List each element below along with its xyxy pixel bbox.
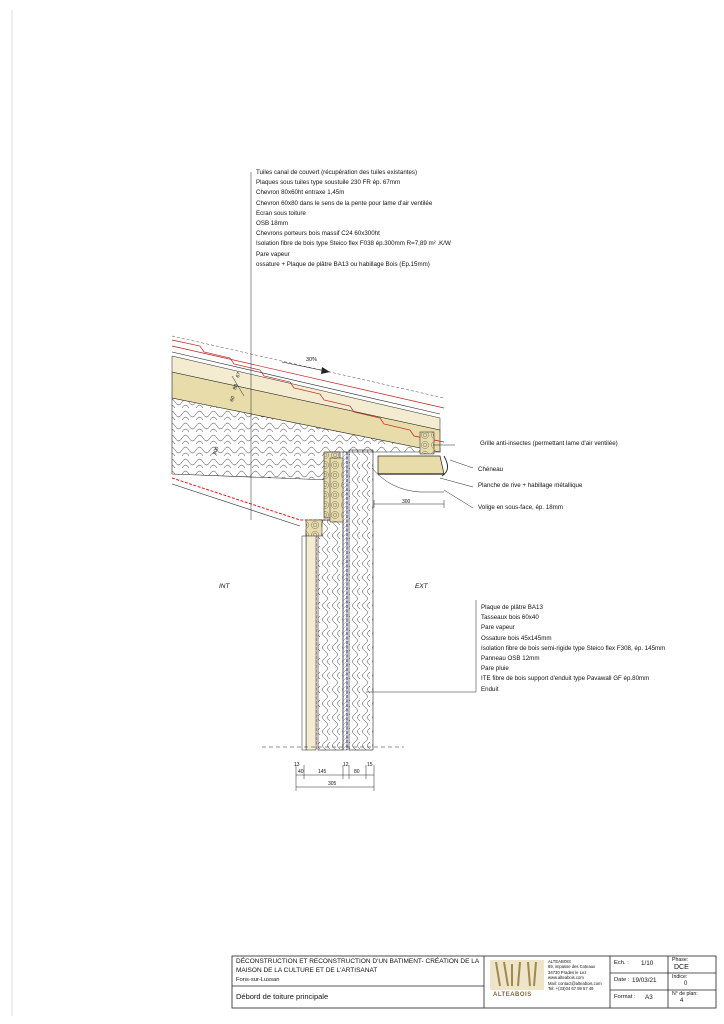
wall-notes: Plaque de plâtre BA13 Tasseaux bois 60x4… bbox=[481, 603, 665, 695]
wall-ite-board bbox=[348, 449, 374, 751]
roof-note: Pare vapeur bbox=[256, 250, 290, 258]
label-cheneau: Chéneau bbox=[478, 466, 504, 473]
plan-label: N° de plan: bbox=[672, 991, 698, 997]
roof-section bbox=[171, 335, 445, 527]
roof-notes: Tuiles canal de couvert (récupération de… bbox=[256, 168, 451, 270]
format-value: A3 bbox=[645, 994, 653, 1001]
roof-note: Chevrons porteurs bois massif C24 60x300… bbox=[256, 230, 380, 238]
wall-note: Panneau OSB 12mm bbox=[481, 654, 540, 662]
roof-sheet-line bbox=[171, 351, 441, 415]
label-volige: Volige en sous-face, ép. 18mm bbox=[478, 504, 563, 511]
dim-12: 12 bbox=[343, 762, 349, 768]
eave-block bbox=[419, 431, 435, 455]
wall-note: Pare vapeur bbox=[481, 624, 515, 632]
roof-note: OSB 18mm bbox=[256, 219, 288, 227]
wall-stud-top bbox=[329, 457, 344, 523]
drawing-title: Débord de toiture principale bbox=[236, 992, 329, 1001]
wall-note: Enduit bbox=[481, 685, 499, 693]
dim-145: 145 bbox=[318, 769, 327, 775]
dim-overhang: 300 bbox=[402, 499, 411, 505]
fascia-board bbox=[377, 455, 445, 475]
roof-note: Tuiles canal de couvert (récupération de… bbox=[256, 169, 418, 176]
roof-note: Chevron 80x60ht entraxe 1,45m bbox=[256, 189, 345, 197]
label-planche: Planche de rive + habillage métallique bbox=[478, 482, 583, 489]
dim-13: 13 bbox=[294, 762, 300, 768]
company-name: ALTEABOIS bbox=[548, 959, 571, 964]
wall-battens bbox=[305, 529, 317, 751]
wall-note: Ossature bois 45x145mm bbox=[481, 634, 552, 642]
wall-osb bbox=[342, 451, 348, 751]
phase-value: DCE bbox=[674, 964, 689, 971]
index-label: Indice: bbox=[672, 974, 688, 980]
project-location: Fons-sur-Lussan bbox=[236, 977, 280, 983]
dim-15: 15 bbox=[367, 762, 373, 768]
wall-note: Isolation fibre de bois semi-rigide type… bbox=[481, 644, 666, 652]
company-address-1: 89, impasse des Coteaux bbox=[548, 964, 596, 970]
zone-interior: INT bbox=[219, 583, 230, 590]
wall-note: Plaque de plâtre BA13 bbox=[481, 604, 543, 611]
format-label: Format : bbox=[614, 994, 636, 1000]
date-label: Date : bbox=[614, 977, 630, 983]
scale-value: 1/10 bbox=[641, 960, 654, 967]
dim-total: 305 bbox=[328, 781, 337, 787]
company-website: www.alteabois.com bbox=[548, 975, 584, 981]
roof-upper-line bbox=[171, 335, 445, 399]
date-value: 19/03/21 bbox=[632, 977, 657, 984]
roof-tiles bbox=[171, 339, 445, 443]
slope-arrow bbox=[281, 361, 331, 374]
dimension-lines bbox=[231, 375, 445, 791]
gutter bbox=[441, 455, 448, 477]
roof-note: Plaques sous tuiles type soustuile 230 F… bbox=[256, 179, 401, 187]
dim-80: 80 bbox=[354, 769, 360, 775]
eave-detail bbox=[371, 431, 448, 493]
plan-value: 4 bbox=[680, 998, 684, 1004]
phase-label: Phase: bbox=[672, 957, 689, 963]
roof-ceiling-line bbox=[171, 483, 301, 527]
scale-label: Ech. : bbox=[614, 960, 629, 966]
roof-counter-battens bbox=[171, 355, 441, 431]
label-grille: Grille anti-insectes (permettant lame d'… bbox=[480, 440, 618, 447]
wall-plaster bbox=[301, 535, 307, 751]
wall-note: Pare pluie bbox=[481, 665, 509, 673]
company-address-2: 34730 Prades le Lez bbox=[548, 969, 587, 975]
wall-note: ITE fibre de bois support d'enduit type … bbox=[481, 675, 650, 683]
project-title: DÉCONSTRUCTION ET RECONSTRUCTION D'UN BA… bbox=[236, 958, 479, 974]
zone-exterior: EXT bbox=[415, 583, 428, 590]
roof-note: Chevron 60x80 dans le sens de la pente p… bbox=[256, 199, 433, 207]
leader-lines bbox=[250, 172, 477, 693]
alteabois-logo bbox=[490, 960, 544, 990]
soffit-curve bbox=[371, 467, 444, 493]
logo-text: ALTEABOIS bbox=[493, 992, 532, 998]
slope-value: 30% bbox=[306, 357, 318, 363]
index-value: 0 bbox=[684, 981, 688, 987]
company-info: ALTEABOIS 89, impasse des Coteaux 34730 … bbox=[548, 959, 602, 991]
title-block-frame bbox=[231, 955, 717, 1009]
roof-note: ossature + Plaque de plâtre BA13 ou habi… bbox=[256, 260, 430, 268]
wall-head-block bbox=[305, 519, 323, 537]
wall-note: Tasseaux bois 60x40 bbox=[481, 614, 539, 622]
dim-40: 40 bbox=[298, 769, 304, 775]
wall-insulation bbox=[317, 519, 344, 751]
roof-note: Isolation fibre de bois type Steico flex… bbox=[256, 240, 451, 248]
wall-section bbox=[262, 449, 404, 751]
company-email: Mail: contact@alteabois.com bbox=[548, 980, 602, 986]
company-phone: Tel: +(33)04 67 59 57 49 bbox=[548, 986, 594, 992]
roof-note: Ecran sous toiture bbox=[256, 209, 306, 217]
